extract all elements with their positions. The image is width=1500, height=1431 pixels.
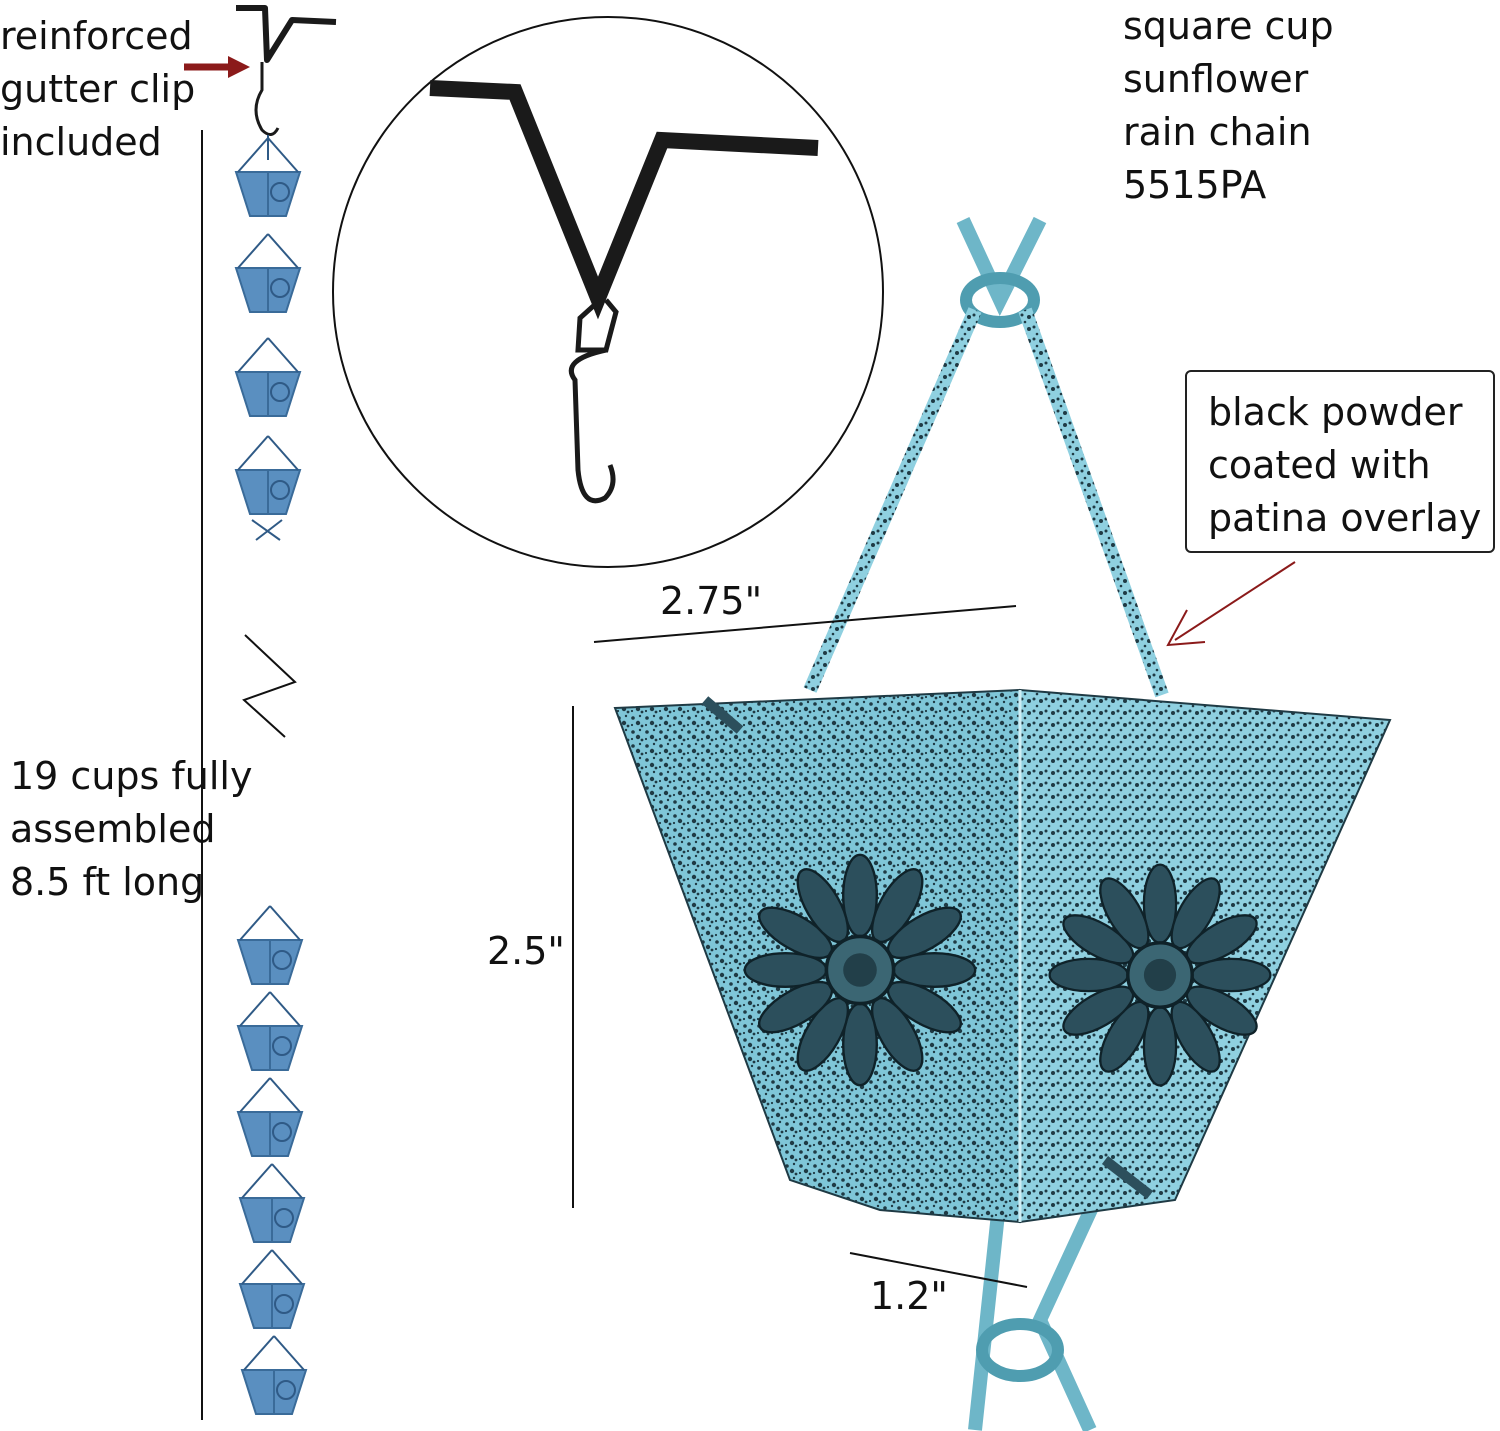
square-cup [613, 688, 1392, 1224]
gutter-clip-arrow [184, 56, 250, 78]
title-line-3: rain chain [1123, 110, 1312, 154]
height-label: 2.5" [487, 929, 565, 973]
clip-detail-circle [332, 16, 884, 568]
top-width-line [593, 605, 1017, 643]
gutter-clip-line-3: included [0, 120, 162, 164]
lower-chain [237, 905, 307, 1415]
title-line-1: square cup [1123, 4, 1334, 48]
product-title: square cup sunflower rain chain 5515PA [1123, 0, 1334, 212]
bottom-width-label: 1.2" [870, 1274, 948, 1318]
finish-line-2: coated with [1208, 443, 1431, 487]
finish-arrow [1166, 561, 1296, 647]
gutter-clip-label: reinforced gutter clip included [0, 10, 195, 169]
break-mark [242, 634, 297, 738]
finish-line-3: patina overlay [1208, 496, 1482, 540]
upper-chain [235, 135, 301, 541]
gutter-clip-line-2: gutter clip [0, 67, 196, 111]
chain-spec-line-3: 8.5 ft long [10, 860, 205, 904]
top-width-label: 2.75" [660, 579, 763, 623]
chain-spec-line-2: assembled [10, 807, 216, 851]
chain-spec-label: 19 cups fully assembled 8.5 ft long [10, 750, 252, 909]
title-line-2: sunflower [1123, 57, 1309, 101]
finish-line-1: black powder [1208, 390, 1463, 434]
gutter-clip-line-1: reinforced [0, 14, 193, 58]
cup-hanger-links [803, 216, 1169, 1431]
large-gutter-clip-icon [429, 80, 819, 504]
chain-spec-line-1: 19 cups fully [10, 754, 253, 798]
title-line-4: 5515PA [1123, 163, 1267, 207]
small-gutter-clip-icon [236, 5, 337, 136]
finish-callout: black powder coated with patina overlay [1185, 370, 1495, 553]
bottom-width-line [849, 1252, 1028, 1288]
